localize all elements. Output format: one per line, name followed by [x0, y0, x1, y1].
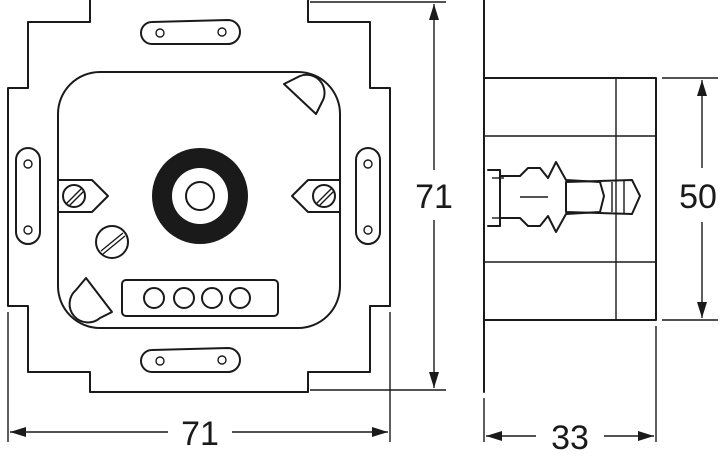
- bottom-slot-hole-right: [217, 355, 227, 365]
- front-width-label: 71: [181, 415, 219, 453]
- top-mounting-slot: [140, 19, 241, 45]
- insert-body: [57, 71, 341, 329]
- dimension-front-height: 71: [310, 1, 453, 391]
- terminal-hole-3: [201, 287, 223, 309]
- corner-notch-top-right: [283, 73, 326, 115]
- left-terminal-screw: [57, 179, 109, 213]
- right-terminal-screw: [291, 179, 341, 213]
- dimension-side-depth: 33: [483, 326, 657, 457]
- top-slot-hole-left: [155, 28, 165, 38]
- adjustment-screw: [95, 225, 129, 259]
- side-terminal-clamp: [487, 161, 641, 233]
- side-depth-label: 33: [551, 419, 589, 457]
- rotary-knob-inner: [172, 168, 228, 224]
- terminal-hole-2: [173, 287, 195, 309]
- bottom-mounting-slot: [140, 347, 241, 373]
- rotary-knob-shaft: [185, 181, 215, 211]
- corner-notch-bottom-left: [68, 277, 113, 324]
- bottom-slot-hole-left: [155, 356, 165, 366]
- side-housing: [483, 77, 657, 321]
- front-view: [7, 0, 391, 393]
- right-mounting-slot: [355, 147, 381, 245]
- terminal-block: [121, 279, 279, 317]
- right-slot-hole-top: [363, 159, 373, 169]
- dimension-front-width: 71: [7, 312, 391, 453]
- side-height-label: 50: [679, 178, 717, 216]
- left-slot-hole-bottom: [23, 225, 33, 235]
- top-slot-hole-right: [217, 27, 227, 37]
- front-height-label: 71: [415, 178, 453, 216]
- left-mounting-slot: [15, 147, 41, 245]
- side-view: [483, 0, 657, 393]
- terminal-hole-1: [143, 287, 165, 309]
- left-slot-hole-top: [23, 159, 33, 169]
- mounting-frame-outline: [7, 0, 391, 393]
- terminal-hole-4: [229, 287, 251, 309]
- dimension-side-height: 50: [662, 77, 718, 321]
- right-slot-hole-bottom: [363, 225, 373, 235]
